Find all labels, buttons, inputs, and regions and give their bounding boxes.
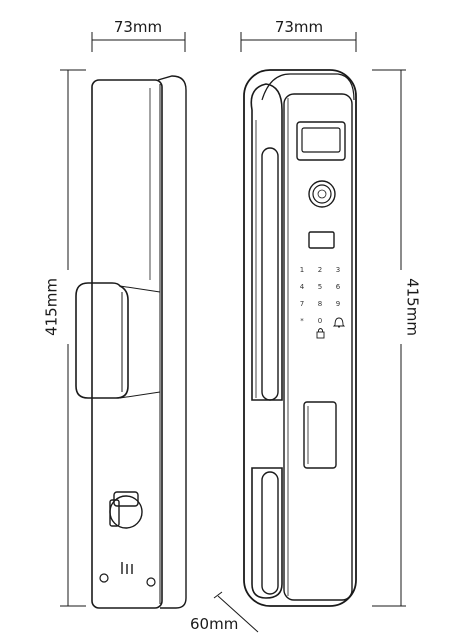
fingerprint-icon [308,180,336,208]
key-3: 3 [336,266,340,274]
front-handle-lower [251,467,283,599]
key-1: 1 [300,266,304,274]
key-4: 4 [300,283,305,291]
right-height-label: 415mm [404,278,422,336]
depth-label: 60mm [190,615,238,633]
lower-cover [303,401,337,469]
dimension-left-height: 415mm [38,69,86,607]
thumb-turn-icon [109,491,143,529]
front-handle-upper [250,83,283,401]
key-0: 0 [318,317,322,325]
key-5: 5 [318,283,322,291]
back-screw-right [146,577,156,587]
key-8: 8 [318,300,322,308]
card-reader [308,231,335,249]
key-6: 6 [336,283,341,291]
back-width-label: 73mm [114,18,162,36]
doorbell-icon [332,317,346,328]
front-panel: 1 2 3 4 5 6 7 8 9 * 0 # [243,69,357,607]
left-height-label: 415mm [43,278,61,336]
dimension-depth: 60mm [190,591,259,633]
key-7: 7 [300,300,304,308]
keypad: 1 2 3 4 5 6 7 8 9 * 0 # [300,266,346,339]
key-star: * [300,317,304,325]
key-9: 9 [336,300,340,308]
key-2: 2 [318,266,322,274]
back-handle [75,282,161,399]
lock-icon [316,328,325,339]
display-window [296,121,346,161]
battery-contacts [121,562,133,574]
front-width-label: 73mm [275,18,323,36]
back-screw-left [99,573,109,583]
dimension-right-height: 415mm [372,69,428,607]
dimension-front-width: 73mm [240,18,357,52]
dimension-back-width: 73mm [91,18,186,52]
back-panel [75,75,187,609]
